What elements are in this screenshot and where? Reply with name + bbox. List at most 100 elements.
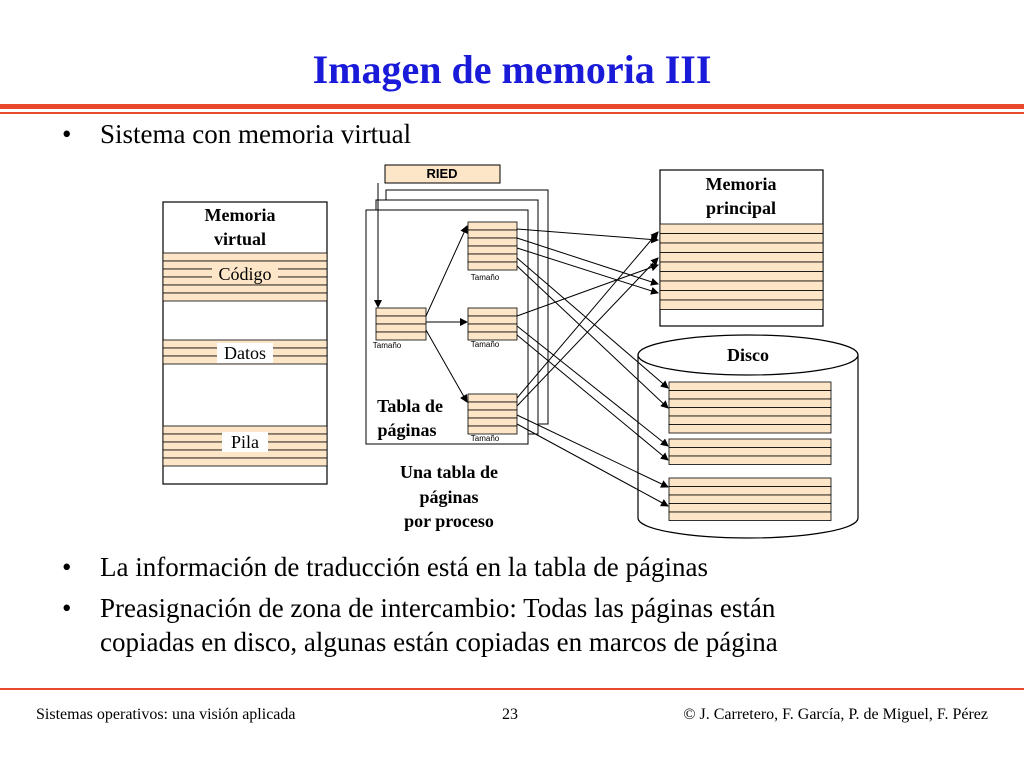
page-table-entry — [467, 307, 518, 317]
arrow-page-to-frame — [516, 263, 659, 317]
virtual-page — [162, 284, 328, 294]
main-memory-frames — [659, 223, 824, 310]
page-table-entry — [467, 245, 518, 255]
bullet-text: Sistema con memoria virtual — [100, 119, 412, 149]
disk-page — [668, 477, 832, 487]
disk-page — [668, 390, 832, 400]
disk-page — [668, 494, 832, 504]
disk-page — [668, 486, 832, 496]
arrow-page-to-frame — [516, 231, 659, 399]
page-table-entry — [467, 323, 518, 333]
size-label-code: Tamaño — [471, 273, 500, 282]
page-table-entry — [375, 307, 427, 317]
arrow-page-to-disk — [516, 325, 669, 447]
title-rule-thin — [0, 112, 1024, 114]
segment-label-bg — [222, 432, 268, 452]
disk-blocks — [668, 381, 832, 521]
bullet-translation-info: • La información de traducción está en l… — [62, 550, 708, 584]
arrow-page-to-disk — [516, 423, 669, 507]
caption-line-2: páginas — [419, 487, 478, 507]
page-table-entry — [467, 417, 518, 427]
segment-label-code: Código — [218, 264, 271, 284]
size-label-stack: Tamaño — [471, 434, 500, 443]
bullet-dot: • — [62, 552, 72, 582]
page-table-entry — [467, 331, 518, 341]
title-rule-thick — [0, 104, 1024, 109]
bullet-swap-preallocation: • Preasignación de zona de intercambio: … — [62, 591, 778, 659]
footer-authors: © J. Carretero, F. García, P. de Miguel,… — [683, 706, 988, 723]
bullet-dot: • — [62, 119, 72, 149]
disk-page — [668, 381, 832, 391]
page-table-entry — [467, 221, 518, 231]
arrow-page-to-disk — [516, 257, 669, 389]
disk-page — [668, 511, 832, 521]
bullet-text-line-2: copiadas en disco, algunas están copiada… — [100, 627, 778, 657]
virtual-memory: Memoria virtual Código Datos Pila — [162, 201, 328, 485]
main-memory: Memoria principal — [659, 169, 824, 327]
disk: Disco — [637, 334, 859, 539]
segment-label-bg — [212, 264, 278, 284]
page-table-stack-seg — [467, 393, 518, 435]
arrow-root-to-stack — [425, 329, 468, 403]
segment-label-bg — [217, 343, 273, 363]
page-table-entry — [375, 315, 427, 325]
arrow-page-to-frame — [516, 247, 659, 295]
page-table-code — [467, 221, 518, 271]
page-frame — [659, 261, 824, 272]
page-table-entry — [467, 237, 518, 247]
page-frame — [659, 233, 824, 244]
disk-page — [668, 438, 832, 448]
page-table-entry — [467, 261, 518, 271]
ried-register — [384, 164, 501, 184]
page-table-entry — [467, 315, 518, 325]
page-table-entry — [467, 229, 518, 239]
virtual-memory-label-2: virtual — [214, 229, 266, 249]
page-table-entry — [375, 331, 427, 341]
segment-label-stack: Pila — [231, 432, 259, 452]
footer-rule — [0, 688, 1024, 690]
virtual-page — [162, 252, 328, 262]
size-label-root: Tamaño — [373, 341, 402, 350]
main-memory-label-1: Memoria — [706, 174, 777, 194]
disk-top — [637, 334, 859, 376]
page-frame — [659, 252, 824, 263]
arrow-page-to-frame — [516, 228, 659, 244]
virtual-page — [162, 457, 328, 467]
page-frame — [659, 223, 824, 234]
page-frame — [659, 299, 824, 310]
arrow-page-to-disk — [516, 334, 669, 461]
arrow-page-to-disk — [516, 265, 669, 409]
bullet-virtual-memory: • Sistema con memoria virtual — [62, 117, 412, 151]
page-table-entry — [467, 425, 518, 435]
disk-page — [668, 503, 832, 513]
page-frame — [659, 290, 824, 301]
arrow-root-to-code — [425, 225, 468, 317]
disk-page — [668, 415, 832, 425]
size-label-data: Tamaño — [471, 340, 500, 349]
main-memory-label-2: principal — [706, 198, 776, 218]
arrow-page-to-disk — [516, 414, 669, 488]
disk-page — [668, 447, 832, 457]
bullet-text: La información de traducción está en la … — [100, 552, 708, 582]
disk-page — [668, 398, 832, 408]
page-table-entry — [375, 323, 427, 333]
page-table-entry — [467, 401, 518, 411]
page-frame — [659, 280, 824, 291]
page-table-stack: RIED Tamaño Tamaño Tamaño Tamaño Tabla d… — [365, 164, 549, 531]
page-frame — [659, 271, 824, 282]
page-frame — [659, 242, 824, 253]
segment-label-data: Datos — [224, 343, 266, 363]
caption-line-1: Una tabla de — [400, 462, 498, 482]
arrow-page-to-frame — [516, 237, 659, 286]
page-table-data — [467, 307, 518, 341]
page-table-entry — [467, 393, 518, 403]
disk-page — [668, 407, 832, 417]
footer-book-title: Sistemas operativos: una visión aplicada — [36, 706, 296, 723]
disk-page — [668, 455, 832, 465]
arrows — [374, 183, 669, 507]
page-table-label-2: páginas — [377, 420, 436, 440]
ried-label: RIED — [426, 166, 457, 181]
page-table-entry — [467, 253, 518, 263]
caption-line-3: por proceso — [404, 511, 494, 531]
